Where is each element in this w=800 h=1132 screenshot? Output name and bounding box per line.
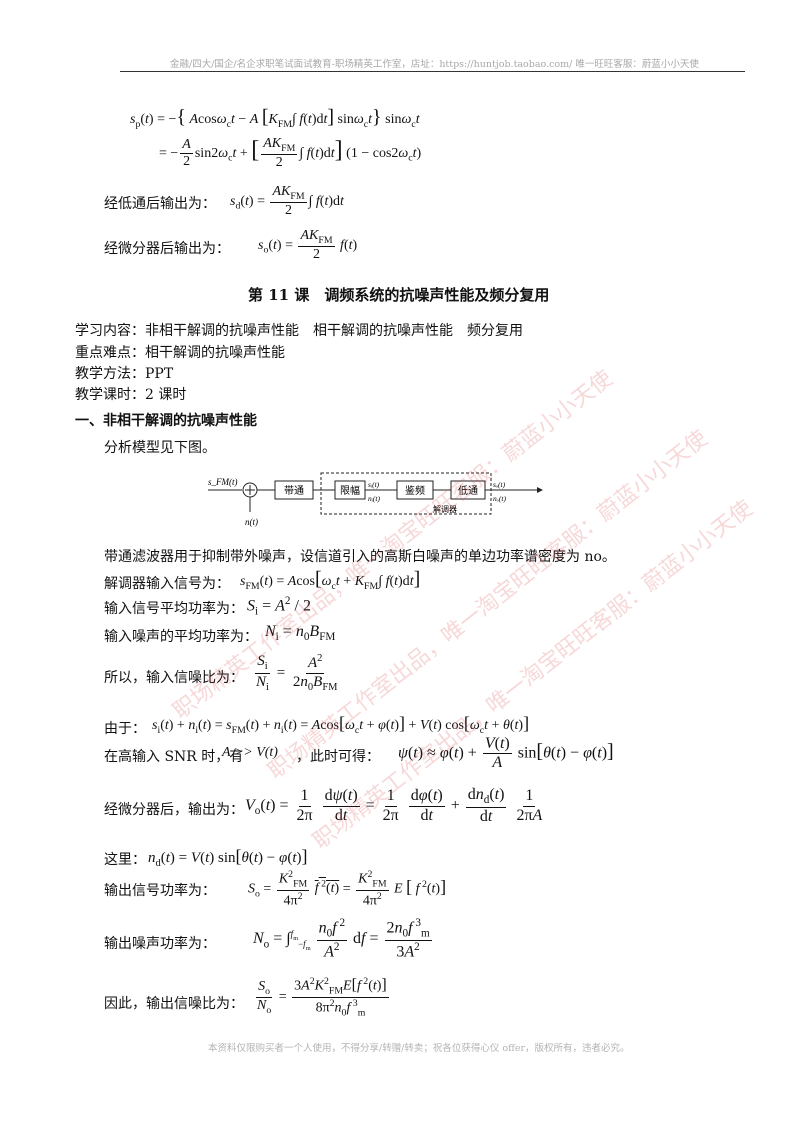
lesson-title: 第 11 课 调频系统的抗噪声性能及频分复用 (248, 286, 550, 304)
noise-power-label: 输入噪声的平均功率为： (104, 629, 258, 645)
lowpass-label: 低通 (458, 484, 478, 497)
because-label: 由于： (104, 721, 146, 737)
output-snr-label: 因此，输出信噪比为： (104, 996, 244, 1012)
limiter-label: 限幅 (340, 484, 360, 497)
bandpass-label: 带通 (284, 485, 304, 497)
output-noise-label: nₒ(t) (493, 494, 506, 503)
page-footer-note: 本资料仅限购买者一个人使用，不得分享/转赠/转卖；祝各位获得心仪 offer，版… (208, 1043, 630, 1054)
after-diff-label: 经微分器后，输出为： (104, 802, 244, 818)
demodulator-label: 解调器 (433, 504, 457, 514)
equation-si: Si = A2 / 2 (247, 595, 311, 618)
equation-nd: nd(t) = V(t) sin[θ(t) − φ(t)] (148, 846, 308, 869)
equation-sfm: sFM(t) = Acos[ωct + KFM∫ f(t)dt] (240, 568, 421, 592)
lesson-method: 教学方法：PPT (75, 366, 174, 382)
demodulator-block-diagram: s_FM(t) n(t) 带通 限幅 sᵢ(t) nᵢ(t) 鉴频 低通 sₒ(… (208, 472, 543, 527)
output-signal-label: sₒ(t) (493, 480, 506, 489)
high-snr-label: 在高输入 SNR 时，有 (104, 749, 244, 765)
model-intro: 分析模型见下图。 (104, 440, 216, 456)
discriminator-label: 鉴频 (405, 484, 425, 497)
lesson-hours: 教学课时：2 课时 (75, 387, 187, 403)
equation-ni: Ni = n0BFM (265, 623, 336, 644)
equation-sp-line1: sp(t) = −{ Acosωct − A [KFM∫ f(t)dt] sin… (130, 106, 420, 130)
noise-input-label: n(t) (245, 517, 258, 527)
input-signal-label: 解调器输入信号为： (104, 576, 230, 592)
lesson-content: 学习内容：非相干解调的抗噪声性能 相干解调的抗噪声性能 频分复用 (75, 323, 523, 339)
input-power-label: 输入信号平均功率为： (104, 601, 244, 617)
diff-output-label: 经微分器后输出为： (104, 241, 230, 257)
demodulator-boundary (320, 472, 492, 515)
header-divider (120, 71, 745, 72)
output-signal-power-label: 输出信号功率为： (104, 883, 216, 899)
bandpass-description: 带通滤波器用于抑制带外噪声，设信道引入的高斯白噪声的单边功率谱密度为 no。 (104, 549, 616, 565)
high-snr-then: ，此时可得： (296, 749, 380, 765)
here-label: 这里： (104, 852, 146, 868)
section-title: 一、非相干解调的抗噪声性能 (75, 413, 257, 429)
lowpass-output-label: 经低通后输出为： (104, 196, 216, 212)
high-snr-condition: A >> V(t) (222, 745, 278, 760)
input-signal-label: s_FM(t) (208, 477, 238, 487)
limiter-signal-label: sᵢ(t) (368, 480, 380, 489)
lesson-difficulty: 重点难点：相干解调的抗噪声性能 (75, 345, 285, 361)
equation-psi: ψ(t) ≈ φ(t) + V(t)A sin[θ(t) − φ(t)] (398, 735, 614, 772)
limiter-noise-label: nᵢ(t) (368, 494, 381, 503)
output-noise-power-label: 输出噪声功率为： (104, 936, 216, 952)
snr-input-label: 所以，输入信噪比为： (104, 670, 244, 686)
page-header-note: 金融/四大/国企/名企求职笔试面试教育-职场精英工作室，店址：https://h… (170, 59, 699, 70)
equation-received: si(t) + ni(t) = sFM(t) + ni(t) = Acos[ωc… (152, 713, 530, 736)
